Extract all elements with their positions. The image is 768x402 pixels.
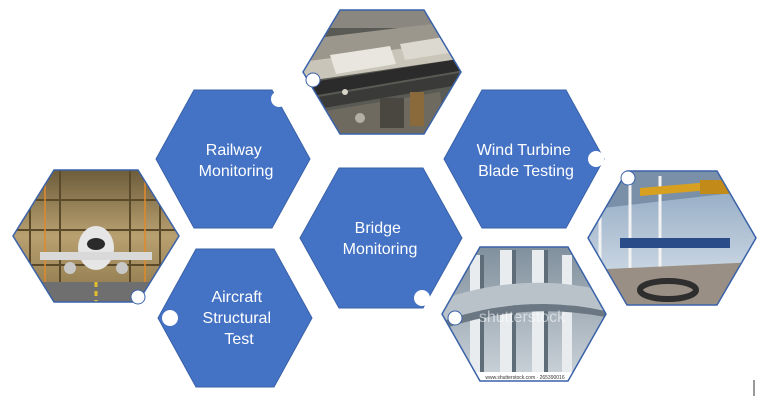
hex-wind-label: Wind Turbine Blade Testing <box>477 142 576 180</box>
hex-bridge-dot <box>414 290 430 306</box>
aircraft-photo-dot <box>130 289 146 305</box>
wind-test-photo <box>588 171 756 305</box>
hex-wind-turbine-blade-testing: Wind Turbine Blade Testing <box>443 89 605 229</box>
hex-aircraft-structural-test: Aircraft Structural Test <box>157 248 313 388</box>
railway-photo <box>303 10 461 134</box>
bridge-photo-border <box>441 246 607 382</box>
hex-bridge-label: Bridge Monitoring <box>343 220 418 258</box>
hex-railway-label: Railway Monitoring <box>199 142 274 180</box>
hex-railway-dot <box>271 91 287 107</box>
bridge-photo: www.shutterstock.com · 265390016 shutter… <box>442 247 606 381</box>
aircraft-photo <box>13 170 179 302</box>
hex-wind-dot <box>588 151 604 167</box>
bridge-photo-caption: www.shutterstock.com · 265390016 <box>485 375 564 381</box>
bridge-photo-watermark: shutterstock <box>479 309 566 326</box>
aircraft-photo-border <box>12 169 180 303</box>
wind-test-photo-dot <box>620 170 636 186</box>
hex-railway-monitoring: Railway Monitoring <box>155 89 311 229</box>
bridge-photo-dot <box>447 310 463 326</box>
railway-photo-border <box>302 9 462 135</box>
railway-photo-dot <box>305 72 321 88</box>
hex-aircraft-label: Aircraft Structural Test <box>203 289 276 348</box>
hex-aircraft-dot <box>162 310 178 326</box>
hex-bridge-monitoring: Bridge Monitoring <box>299 167 463 309</box>
